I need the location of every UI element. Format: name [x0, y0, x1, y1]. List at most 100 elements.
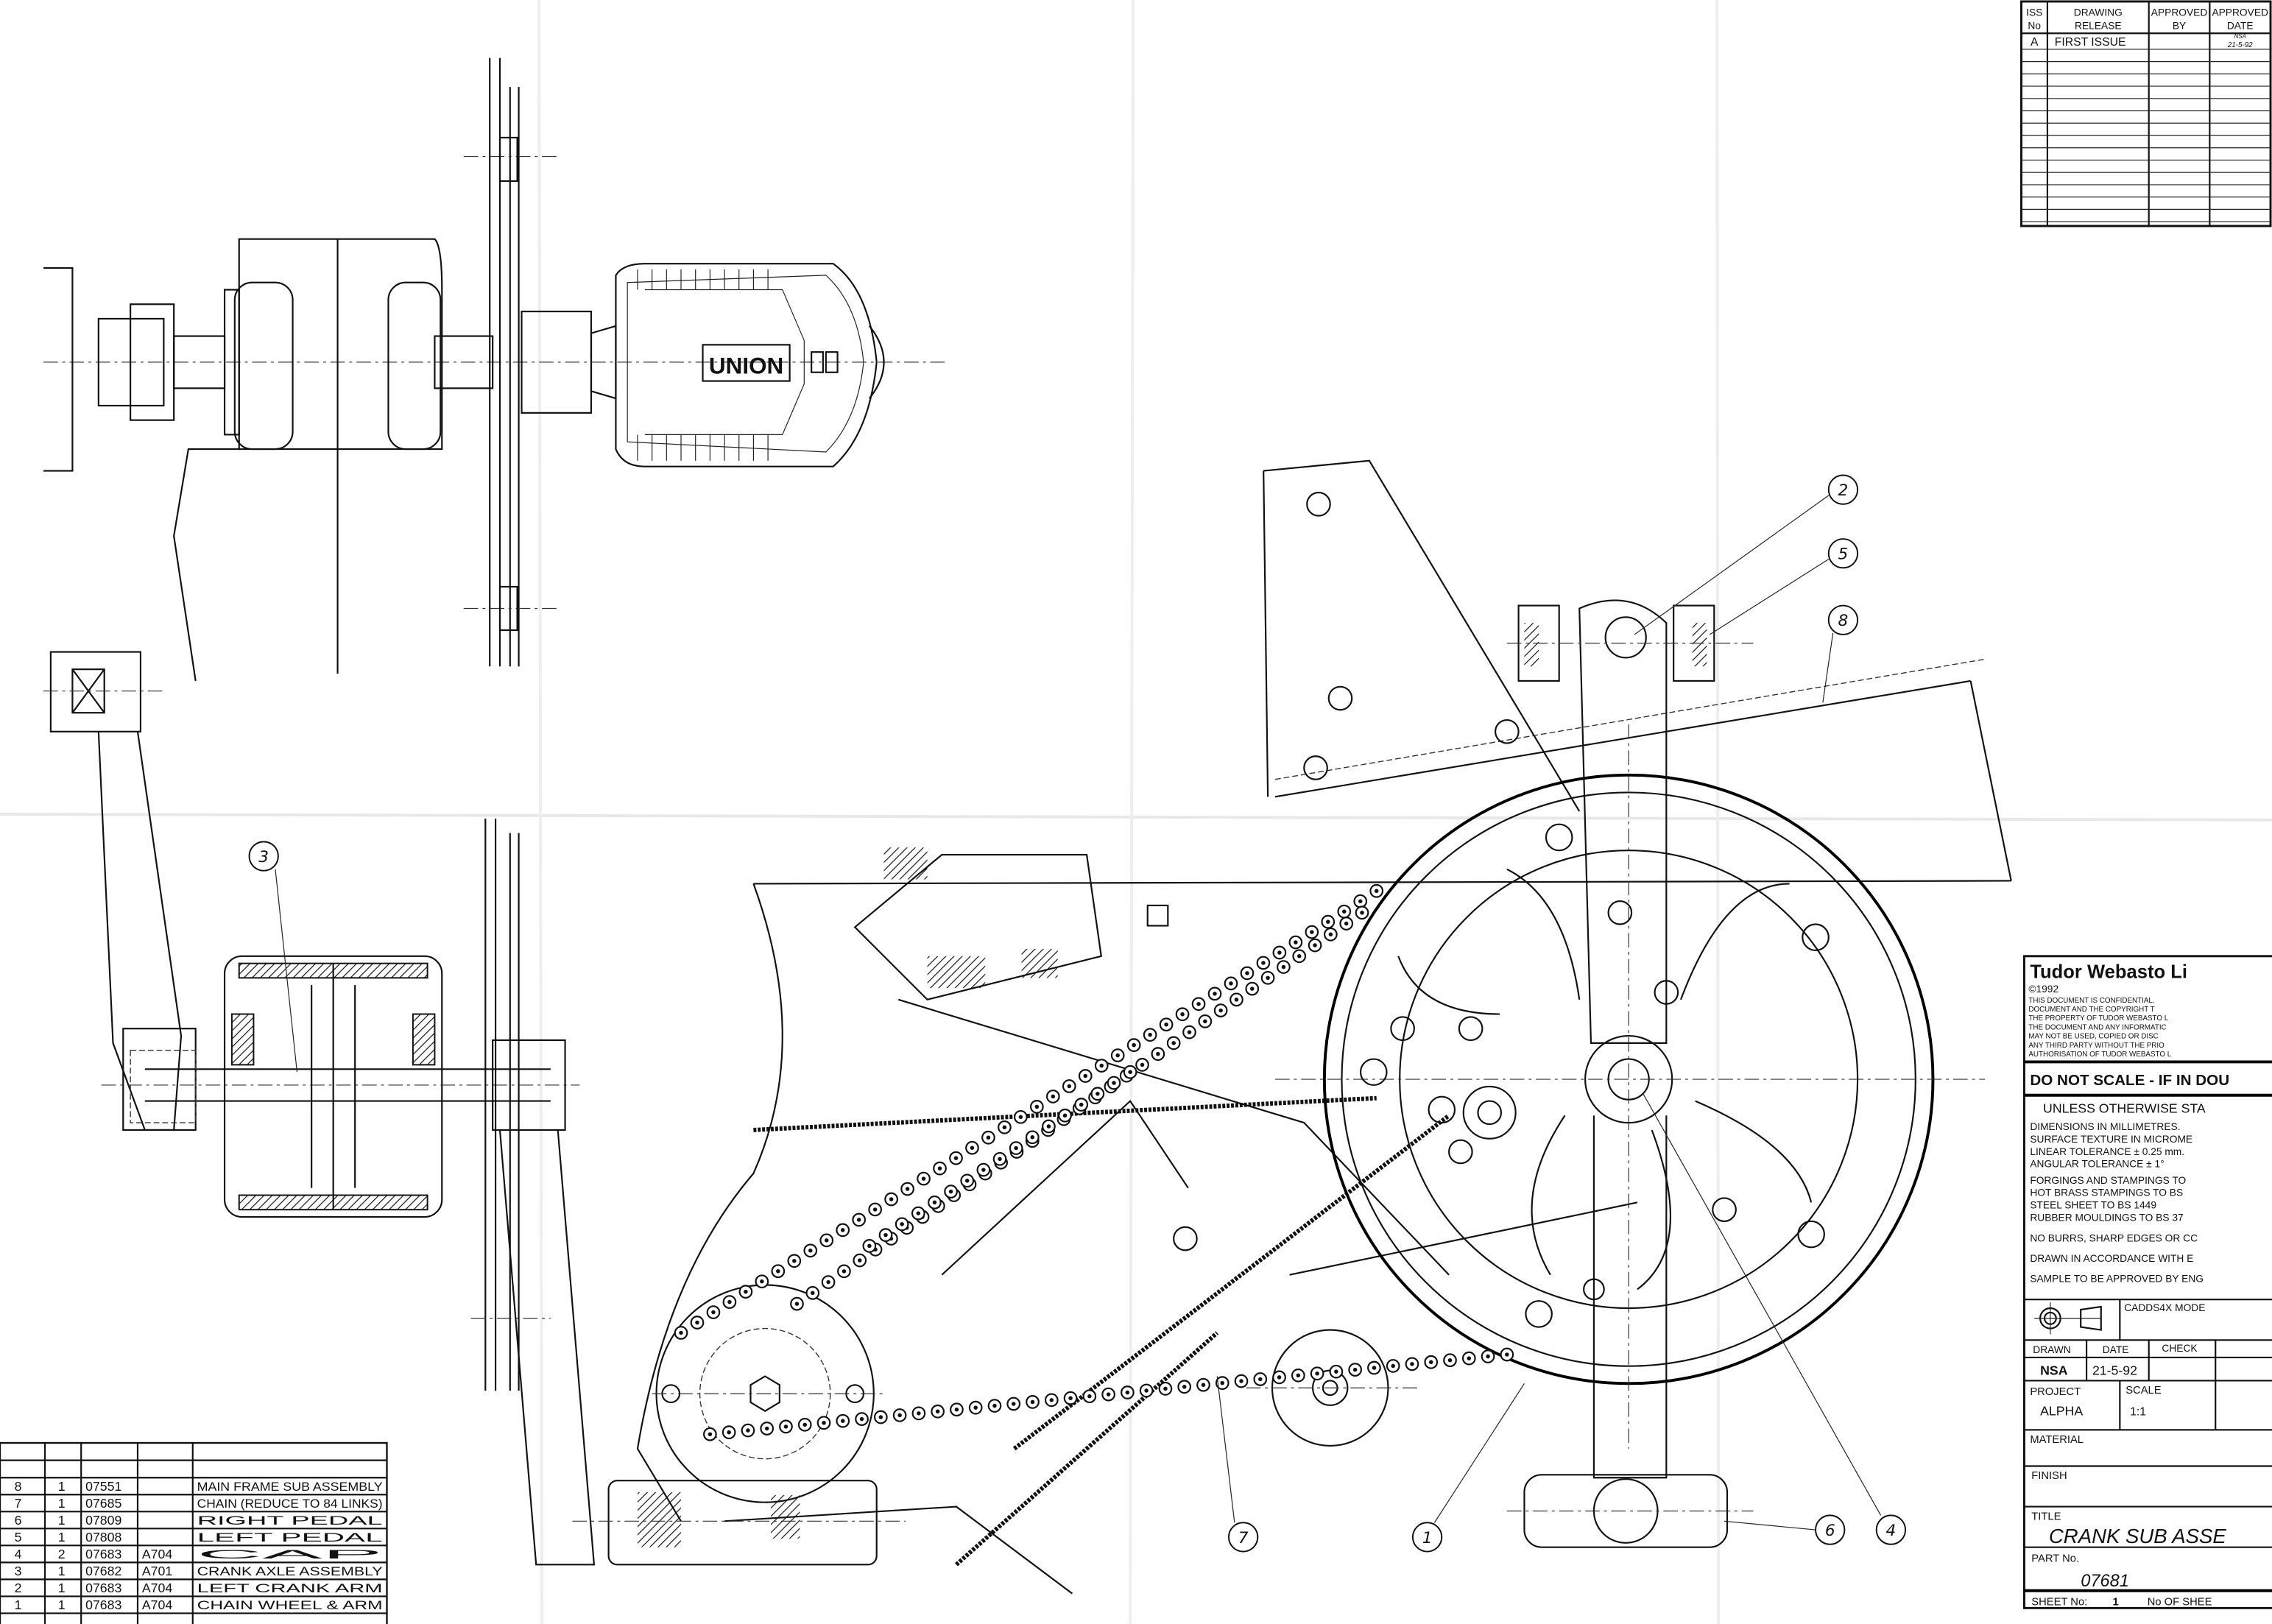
- chain-pin: [970, 1145, 975, 1150]
- parts-description: LEFT PEDAL: [197, 1531, 383, 1544]
- svg-text:3: 3: [258, 848, 269, 866]
- note-line: DIMENSIONS IN MILLIMETRES.: [2030, 1121, 2180, 1132]
- chain-pin: [826, 1279, 830, 1285]
- chain-pin: [808, 1249, 813, 1253]
- revision-table: ISS No DRAWING RELEASE APPROVED BY APPRO…: [2020, 0, 2272, 227]
- rev-header-release-2: RELEASE: [2075, 20, 2122, 31]
- chain-pin: [794, 1302, 800, 1306]
- chain-pin: [1334, 1369, 1338, 1374]
- chain-pin: [973, 1405, 978, 1410]
- chain-pin: [1277, 1375, 1282, 1380]
- chain-pin: [1218, 1008, 1223, 1013]
- top-view-crank-axle: UNION: [43, 57, 950, 682]
- chain-pin: [1156, 1051, 1160, 1056]
- finish-label: FINISH: [2031, 1470, 2067, 1482]
- note-line: NO BURRS, SHARP EDGES OR CC: [2030, 1232, 2198, 1243]
- chain-pin: [1125, 1390, 1130, 1395]
- parts-item: 2: [15, 1581, 22, 1595]
- chain-pin: [1391, 1363, 1395, 1369]
- chain-pin: [878, 1415, 883, 1419]
- parts-item: 1: [15, 1597, 22, 1612]
- parts-description: MAIN FRAME SUB ASSEMBLY: [197, 1480, 383, 1494]
- parts-qty: 1: [58, 1564, 66, 1578]
- chain-pin: [708, 1432, 713, 1436]
- parts-description: CAP: [197, 1547, 383, 1561]
- chain-pin: [1106, 1392, 1111, 1397]
- title-label: TITLE: [2031, 1511, 2061, 1522]
- chain-pin: [889, 1197, 894, 1201]
- confidential-line: THE DOCUMENT AND ANY INFORMATIC: [2028, 1023, 2166, 1031]
- chain-pin: [1014, 1145, 1018, 1151]
- chain-pin: [1467, 1356, 1472, 1360]
- unless-stated: UNLESS OTHERWISE STA: [2043, 1101, 2206, 1115]
- note-line: SAMPLE TO BE APPROVED BY ENG: [2030, 1274, 2204, 1285]
- chain-pin: [824, 1238, 829, 1243]
- parts-description: RIGHT PEDAL: [197, 1514, 383, 1528]
- chain-pin: [1220, 1380, 1224, 1385]
- chain-pin: [1144, 1388, 1149, 1393]
- chain-pin: [1196, 1002, 1201, 1006]
- chain-pin: [1079, 1102, 1084, 1107]
- chain-pin: [1180, 1012, 1185, 1017]
- chain-pin: [1051, 1094, 1056, 1099]
- chain-pin: [1049, 1398, 1054, 1402]
- chain-pin: [1261, 961, 1266, 965]
- chain-pin: [1140, 1062, 1145, 1067]
- confidential-line: THIS DOCUMENT IS CONFIDENTIAL.: [2028, 997, 2154, 1005]
- chain-pin: [764, 1426, 769, 1431]
- parts-item: 7: [15, 1496, 22, 1511]
- chain-pin: [746, 1428, 750, 1433]
- chain-pin: [841, 1419, 845, 1423]
- svg-text:6: 6: [1825, 1522, 1835, 1540]
- leader-lines: [275, 495, 1882, 1531]
- parts-ref: A704: [142, 1597, 173, 1612]
- chain-pin: [1096, 1091, 1100, 1096]
- projection-symbol-icon: [2034, 1302, 2102, 1335]
- chain-pin: [1083, 1073, 1088, 1078]
- chain-pin: [1018, 1115, 1023, 1120]
- chain-pin: [1372, 1366, 1377, 1370]
- chain-pin: [964, 1179, 970, 1183]
- confidential-line: ANY THIRD PARTY WITHOUT THE PRIO: [2028, 1042, 2165, 1050]
- chain-pin: [1046, 1124, 1051, 1129]
- parts-item: 5: [15, 1530, 22, 1544]
- chain-pin: [822, 1420, 826, 1425]
- part-no: 07681: [2081, 1572, 2129, 1591]
- chain-pin: [1068, 1396, 1073, 1400]
- scale-label: SCALE: [2125, 1385, 2162, 1397]
- chain-pin: [1352, 1367, 1358, 1372]
- drawn-label: DRAWN: [2033, 1344, 2071, 1355]
- chain-pin: [867, 1243, 872, 1249]
- chain-pin: [1313, 943, 1317, 947]
- check-label: CHECK: [2162, 1343, 2198, 1354]
- rev-header-release: DRAWING: [2074, 7, 2123, 18]
- parts-item: 3: [15, 1564, 22, 1578]
- chain-pin: [1030, 1399, 1035, 1405]
- chain-pin: [1374, 889, 1379, 894]
- chain-pin: [897, 1413, 902, 1418]
- chain-pin: [1062, 1113, 1068, 1118]
- note-line: DRAWN IN ACCORDANCE WITH E: [2030, 1253, 2193, 1264]
- svg-text:5: 5: [1838, 546, 1849, 564]
- chain-pin: [1234, 998, 1239, 1002]
- pedal-tread-lines: [637, 269, 769, 461]
- parts-item: 6: [15, 1513, 22, 1528]
- chain-pin: [711, 1310, 716, 1315]
- material-label: MATERIAL: [2030, 1434, 2084, 1446]
- chain-pin: [840, 1228, 845, 1232]
- parts-number: 07809: [85, 1513, 121, 1528]
- drawn-by: NSA: [2040, 1363, 2068, 1378]
- chain-pin: [986, 1135, 991, 1140]
- chain-pin: [1067, 1084, 1072, 1089]
- sheet-number: 1: [2113, 1596, 2119, 1608]
- chain-pin: [802, 1422, 807, 1427]
- parts-description: CHAIN WHEEL & ARM: [197, 1598, 383, 1612]
- parts-qty: 1: [58, 1479, 66, 1494]
- project-value: ALPHA: [2040, 1404, 2083, 1419]
- chain-pin: [842, 1269, 847, 1274]
- parts-qty: 2: [58, 1547, 66, 1561]
- parts-qty: 1: [58, 1581, 66, 1595]
- sheets-label: No OF SHEE: [2148, 1596, 2212, 1608]
